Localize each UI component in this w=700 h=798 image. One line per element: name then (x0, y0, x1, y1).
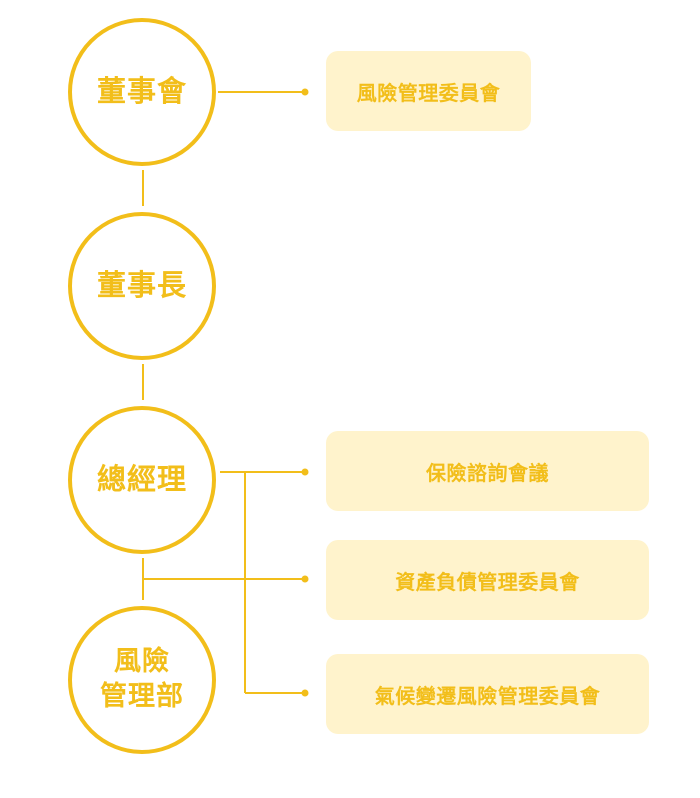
node-board-label: 董事會 (96, 74, 187, 109)
box-insurance-consult-label: 保險諮詢會議 (426, 460, 549, 485)
connector-dot-climate (301, 689, 309, 697)
node-risk-department: 風險 管理部 (68, 606, 216, 754)
connector-dot-riskcommittee (301, 88, 309, 96)
box-alm-committee: 資產負債管理委員會 (326, 540, 649, 620)
node-chairman: 董事長 (68, 212, 216, 360)
box-risk-committee: 風險管理委員會 (326, 51, 531, 131)
node-president: 總經理 (68, 406, 216, 554)
node-president-label: 總經理 (96, 462, 187, 497)
box-alm-committee-label: 資產負債管理委員會 (395, 569, 580, 594)
connector-dot-insurance (301, 468, 309, 476)
node-board: 董事會 (68, 18, 216, 166)
box-insurance-consult: 保險諮詢會議 (326, 431, 649, 511)
box-climate-committee: 氣候變遷風險管理委員會 (326, 654, 649, 734)
box-risk-committee-label: 風險管理委員會 (356, 80, 501, 105)
node-chairman-label: 董事長 (96, 268, 187, 303)
box-climate-committee-label: 氣候變遷風險管理委員會 (374, 683, 601, 708)
connector-dot-alm (301, 575, 309, 583)
node-risk-department-label: 風險 管理部 (100, 646, 184, 712)
